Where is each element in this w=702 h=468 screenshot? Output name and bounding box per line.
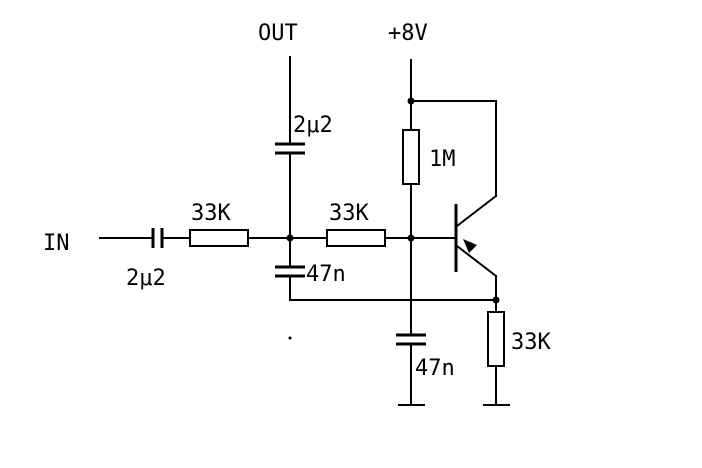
output-capacitor (275, 142, 305, 155)
output-label: OUT (258, 21, 298, 46)
output-capacitor-label: 2μ2 (293, 113, 333, 138)
series-resistor-1 (189, 229, 249, 247)
filter-capacitor-2-label: 47n (415, 356, 455, 381)
emitter-arrow (463, 239, 477, 253)
emitter-resistor-label: 33K (511, 330, 551, 355)
supply-label: +8V (388, 21, 428, 46)
filter-capacitor-2 (396, 333, 426, 346)
junction-dot (407, 97, 415, 105)
series-resistor-2 (326, 229, 386, 247)
series-resistor-1-label: 33K (191, 201, 231, 226)
junction-dot (407, 234, 415, 242)
emitter-resistor (487, 311, 505, 367)
bias-resistor (402, 129, 420, 185)
bias-resistor-label: 1M (429, 147, 456, 172)
stray-dot (288, 336, 292, 340)
input-label: IN (43, 231, 70, 256)
filter-capacitor-1-label: 47n (306, 262, 346, 287)
input-capacitor-label: 2μ2 (126, 266, 166, 291)
transistor (454, 194, 498, 278)
input-capacitor (151, 228, 164, 248)
junction-dot (492, 296, 500, 304)
series-resistor-2-label: 33K (329, 201, 369, 226)
transistor-collector (455, 194, 498, 228)
junction-dot (286, 234, 294, 242)
filter-capacitor-1 (275, 265, 305, 278)
transistor-emitter (455, 244, 498, 278)
